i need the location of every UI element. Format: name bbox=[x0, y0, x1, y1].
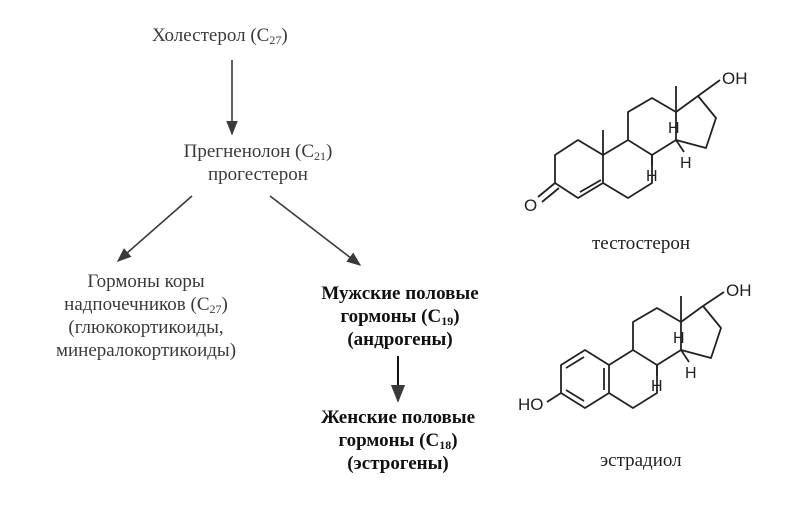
estradiol-oh-label: OH bbox=[726, 281, 752, 300]
estradiol-h-label: H bbox=[673, 330, 685, 347]
female-line2: гормоны bbox=[338, 430, 415, 451]
male-line3: (андрогены) bbox=[347, 329, 453, 350]
progesterone-label: прогестерон bbox=[208, 164, 308, 185]
adrenal-line2: надпочечников bbox=[64, 294, 186, 315]
pregnenolone-carbon-count: 21 bbox=[314, 149, 327, 163]
testosterone-h-label: H bbox=[668, 120, 680, 137]
estradiol-h-label: H bbox=[685, 365, 697, 382]
cholesterol-name: Холестерол bbox=[152, 25, 246, 46]
adrenal-line4: минералокортикоиды) bbox=[55, 340, 237, 361]
cholesterol-carbon-count: 27 bbox=[269, 33, 282, 47]
adrenal-hormones-node: Гормоны коры надпочечников (C27) (глюкок… bbox=[28, 270, 264, 362]
male-line2: гормоны bbox=[340, 306, 417, 327]
male-line1: Мужские половые bbox=[321, 283, 479, 304]
adrenal-line3: (глюкокортикоиды, bbox=[68, 317, 224, 338]
estradiol-ho-label: HO bbox=[518, 395, 544, 414]
female-line1: Женские половые bbox=[320, 407, 476, 428]
testosterone-h-label: H bbox=[646, 168, 658, 185]
female-carbon-count: 18 bbox=[439, 438, 452, 452]
estradiol-label: эстрадиол bbox=[600, 450, 682, 471]
testosterone-keto-o-label: O bbox=[524, 196, 537, 215]
adrenal-carbon-count: 27 bbox=[209, 302, 222, 316]
male-carbon-count: 19 bbox=[441, 314, 454, 328]
adrenal-line1: Гормоны коры bbox=[87, 271, 205, 292]
pregnenolone-name: Прегненолон bbox=[183, 141, 291, 162]
testosterone-label: тестостерон bbox=[592, 233, 691, 254]
cholesterol-node: Холестерол (C27) bbox=[152, 25, 288, 47]
female-hormones-node: Женские половые гормоны (C18) (эстрогены… bbox=[298, 406, 498, 475]
female-line3: (эстрогены) bbox=[347, 453, 449, 474]
testosterone-oh-label: OH bbox=[722, 69, 748, 88]
testosterone-h-label: H bbox=[680, 155, 692, 172]
pregnenolone-node: Прегненолон (C21) прогестерон bbox=[148, 140, 368, 186]
male-hormones-node: Мужские половые гормоны (C19) (андрогены… bbox=[300, 282, 500, 351]
estradiol-structure bbox=[546, 291, 725, 409]
estradiol-h-label: H bbox=[651, 378, 663, 395]
testosterone-structure bbox=[537, 79, 721, 203]
arrow-pregnenolone-to-male bbox=[269, 195, 362, 266]
arrow-pregnenolone-to-adrenal bbox=[116, 195, 193, 262]
